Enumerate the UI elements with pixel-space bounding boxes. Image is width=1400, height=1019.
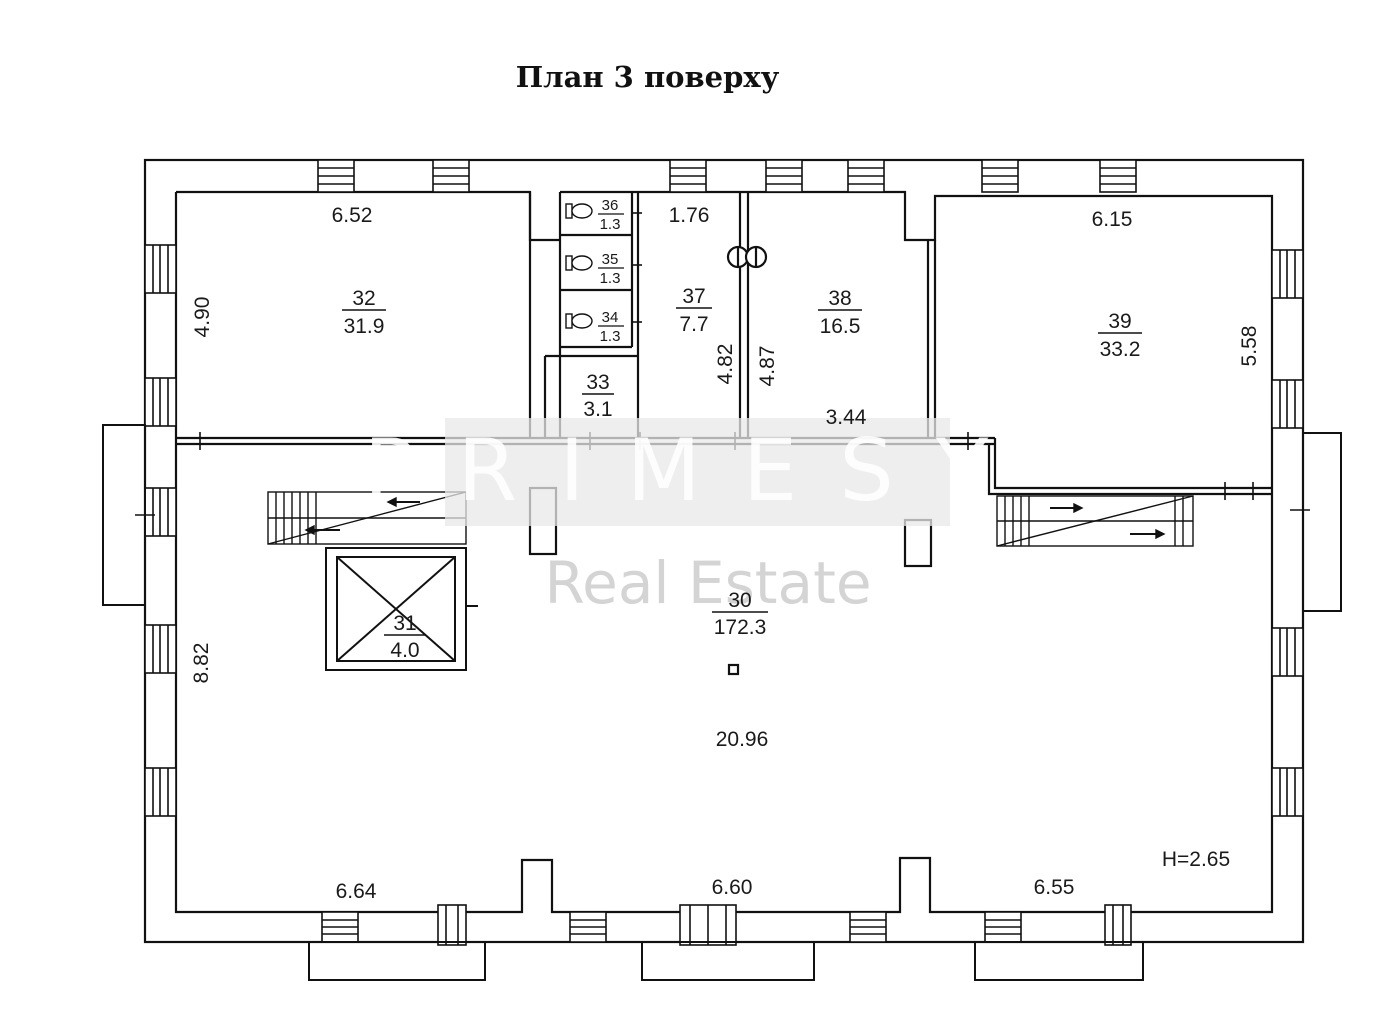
room-labels: 32 31.9 33 3.1 34 1.3 35 1.3 36 1.3 37 7…	[342, 197, 1142, 662]
room-area: 31.9	[344, 315, 385, 338]
dimension-labels: 6.52 4.90 1.76 4.82 4.87 3.44 6.15 5.58 …	[190, 204, 1261, 903]
room-area: 172.3	[714, 616, 767, 639]
room-area: 7.7	[679, 313, 708, 336]
room-number: 35	[602, 251, 619, 268]
dimension: 4.82	[714, 344, 737, 385]
dimension: 6.55	[1034, 876, 1075, 899]
watermark-box	[445, 418, 950, 526]
dimension: 1.76	[669, 204, 710, 227]
room-number: 31	[393, 612, 416, 635]
toilet-icon	[565, 203, 593, 219]
dimension: 4.90	[191, 297, 214, 338]
ceiling-height: H=2.65	[1162, 848, 1230, 871]
dimension: 20.96	[716, 728, 769, 751]
toilet-icons	[565, 203, 593, 329]
room-area: 1.3	[600, 270, 621, 287]
room-number: 30	[728, 589, 751, 612]
room-number: 34	[602, 309, 619, 326]
window-top	[317, 159, 355, 193]
elevator-shaft	[325, 547, 478, 671]
dimension: 4.87	[756, 346, 779, 387]
room-number: 37	[682, 285, 705, 308]
dimension: 6.15	[1092, 208, 1133, 231]
toilet-icon	[565, 313, 593, 329]
dimension: 6.52	[332, 204, 373, 227]
stairs-right	[996, 495, 1194, 547]
room-number: 32	[352, 287, 375, 310]
room-area: 1.3	[600, 216, 621, 233]
dimension: 6.60	[712, 876, 753, 899]
room-number: 36	[602, 197, 619, 214]
room-area: 4.0	[390, 639, 419, 662]
watermark-brand: PRIMESY	[364, 421, 1031, 521]
ventilation-icon	[726, 245, 768, 269]
dimension: 5.58	[1238, 326, 1261, 367]
toilet-icon	[565, 255, 593, 271]
room-area: 1.3	[600, 328, 621, 345]
room-area: 33.2	[1100, 338, 1141, 361]
dimension: 8.82	[190, 643, 213, 684]
plan-title: План 3 поверху	[515, 60, 780, 94]
watermark: PRIMESY Real Estate	[364, 418, 1031, 617]
room-area: 3.1	[583, 398, 612, 421]
dimension: 6.64	[336, 880, 377, 903]
room-number: 39	[1108, 310, 1131, 333]
dimension: 3.44	[826, 406, 867, 429]
room-area: 16.5	[820, 315, 861, 338]
windows	[144, 159, 1304, 946]
room-number: 33	[586, 371, 609, 394]
room-number: 38	[828, 287, 851, 310]
watermark-subtitle: Real Estate	[544, 549, 871, 617]
stairs-left	[267, 491, 467, 545]
